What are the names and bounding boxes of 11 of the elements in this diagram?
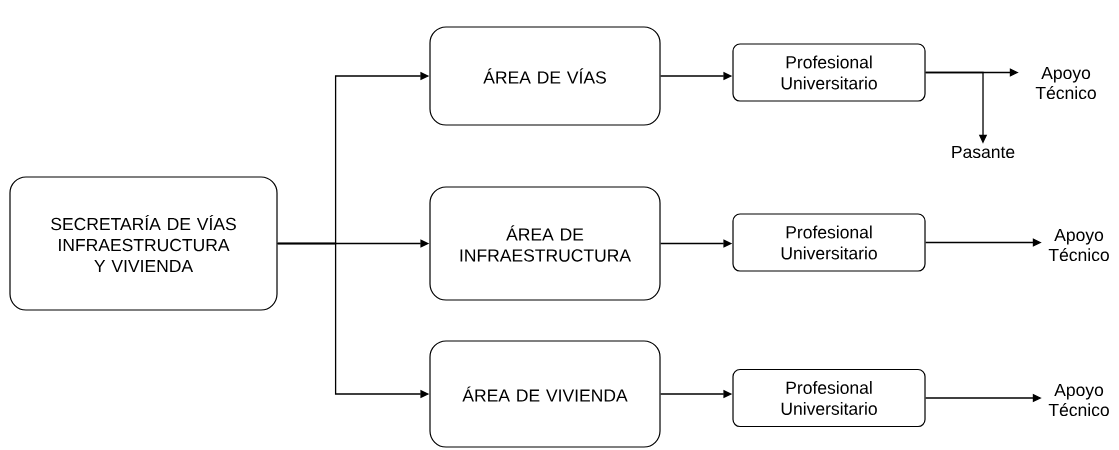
role-label: Apoyo Técnico — [1048, 383, 1109, 417]
rounded-box: SECRETARÍA DE VÍAS INFRAESTRUCTURA Y VIVIENDA — [9, 176, 278, 311]
role-label: Apoyo Técnico — [1035, 66, 1096, 100]
rounded-box: Profesional Universitario — [732, 213, 926, 272]
role-label: Pasante — [952, 145, 1015, 159]
rounded-box: Profesional Universitario — [732, 368, 926, 428]
rounded-box: ÁREA DE INFRAESTRUCTURA — [429, 186, 661, 301]
rounded-box: ÁREA DE VIVIENDA — [429, 340, 661, 448]
rounded-box: Profesional Universitario — [732, 43, 926, 102]
rounded-box: ÁREA DE VÍAS — [429, 26, 661, 126]
role-label: Apoyo Técnico — [1048, 228, 1109, 262]
